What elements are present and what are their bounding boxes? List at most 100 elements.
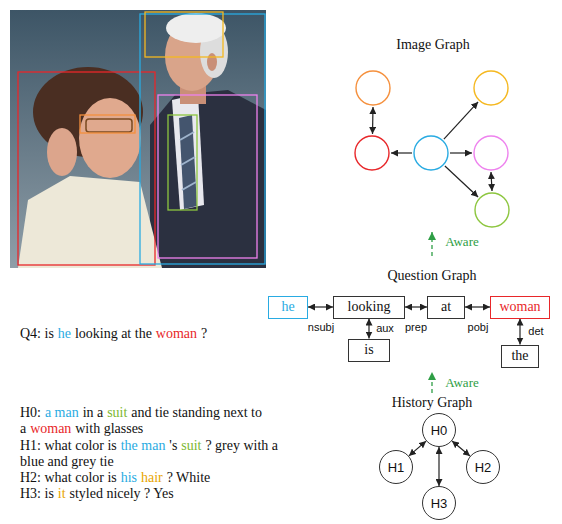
graph-title: Question Graph xyxy=(387,268,476,284)
dialog-line: H2: what color is hishair ? White xyxy=(20,470,290,486)
node-text: H1 xyxy=(388,460,405,475)
dialog-text: looking at the xyxy=(75,326,152,341)
graph-edge xyxy=(491,172,492,191)
dialog-text: 's xyxy=(169,438,177,453)
aware-arrow xyxy=(431,232,432,256)
graph-title: History Graph xyxy=(392,395,473,411)
word-box: is xyxy=(348,339,390,362)
node-text: the xyxy=(511,348,528,364)
man-box xyxy=(140,14,265,264)
dependency-label: prep xyxy=(404,321,428,333)
word-box: the xyxy=(501,345,539,368)
dialog-text: Q4: is xyxy=(20,326,54,341)
woman-box xyxy=(18,72,155,265)
graph-edge xyxy=(391,152,412,153)
node-text: H3 xyxy=(431,496,448,511)
graph-circle xyxy=(475,193,509,227)
node-text: H0 xyxy=(431,423,448,438)
dialog-text: H1: what color is xyxy=(20,438,117,453)
dialog-text: it xyxy=(58,486,66,501)
aware-label: Aware xyxy=(445,234,478,250)
graph-edge xyxy=(465,306,490,307)
dialog-text: hair xyxy=(141,470,163,485)
graph-edge xyxy=(444,102,478,139)
photo xyxy=(10,10,266,268)
history-node: H2 xyxy=(466,450,500,484)
dialog-text: his xyxy=(121,470,137,485)
history-node: H3 xyxy=(422,486,456,520)
graph-edge xyxy=(368,319,369,339)
dialog-text: suit xyxy=(181,438,201,453)
graph-edge xyxy=(409,441,426,456)
history-node: H1 xyxy=(379,450,413,484)
graph-edge xyxy=(519,319,520,345)
graph-edge xyxy=(405,306,427,307)
dialog-text: ? White xyxy=(167,470,211,485)
word-box: he xyxy=(268,296,308,319)
word-box: at xyxy=(427,296,465,319)
graph-title: Image Graph xyxy=(396,37,469,53)
graph-edge xyxy=(452,441,470,456)
aware-arrow xyxy=(431,372,432,393)
dependency-label: aux xyxy=(375,322,395,334)
woman-glasses xyxy=(86,119,132,132)
man-tie xyxy=(179,115,197,209)
word-box: looking xyxy=(333,296,405,319)
aware-label: Aware xyxy=(445,375,478,391)
suit-box xyxy=(158,95,257,258)
dialog-text: with glasses xyxy=(75,421,143,436)
word-box: woman xyxy=(490,296,550,319)
dependency-label: pobj xyxy=(467,321,490,333)
graph-circle xyxy=(474,136,508,170)
dependency-label: nsubj xyxy=(307,321,335,333)
graph-circle xyxy=(414,136,448,170)
dependency-label: det xyxy=(527,325,544,337)
woman-hand xyxy=(47,128,77,176)
dialog-line: H1: what color isthe man'ssuit? grey wit… xyxy=(20,438,290,470)
tie-stripe xyxy=(181,157,195,165)
tie-box xyxy=(168,115,197,210)
node-text: H2 xyxy=(475,460,492,475)
graph-edge xyxy=(445,166,478,197)
dialog-text: H0: xyxy=(20,405,41,420)
dialog-line: H0:a manin asuitand tie standing next to… xyxy=(20,405,290,437)
tie-stripe xyxy=(180,132,194,140)
history-node: H0 xyxy=(422,413,456,447)
dialog-text: H2: what color is xyxy=(20,470,117,485)
dialog-text: in a xyxy=(83,405,104,420)
graph-circle xyxy=(474,71,508,105)
glasses-box xyxy=(80,115,135,133)
man-hair xyxy=(166,13,226,43)
image-graph-nodes xyxy=(355,71,509,227)
dialog-text: styled nicely ? Yes xyxy=(69,486,173,501)
graph-edge xyxy=(438,447,439,486)
dialog-text: H3: is xyxy=(20,486,54,501)
graph-edge xyxy=(308,306,333,307)
hair-box xyxy=(145,12,223,57)
man-suit xyxy=(150,90,266,268)
man-ear xyxy=(207,53,217,71)
node-text: at xyxy=(441,299,451,315)
graph-circle xyxy=(355,136,389,170)
dialog-text: the man xyxy=(121,438,166,453)
dialog-line: H3: is itstyled nicely ? Yes xyxy=(20,486,290,502)
dialog-text: suit xyxy=(107,405,127,420)
node-text: looking xyxy=(348,299,391,315)
dialog-text: woman xyxy=(30,421,71,436)
graph-circle xyxy=(356,71,390,105)
node-text: woman xyxy=(499,299,540,315)
graph-edge xyxy=(372,107,374,134)
dialog-text: woman xyxy=(156,326,197,341)
dialog-text: he xyxy=(58,326,71,341)
node-text: he xyxy=(281,299,294,315)
bounding-boxes xyxy=(18,12,265,265)
node-text: is xyxy=(364,342,373,358)
dialog-text: ? xyxy=(201,326,207,341)
tie-stripe xyxy=(182,182,196,190)
graph-edge xyxy=(450,152,472,153)
dialog-line: Q4: is he looking at the woman? xyxy=(20,326,265,342)
dialog-text: a man xyxy=(45,405,79,420)
photo-background xyxy=(10,10,266,268)
woman-face xyxy=(79,98,141,178)
